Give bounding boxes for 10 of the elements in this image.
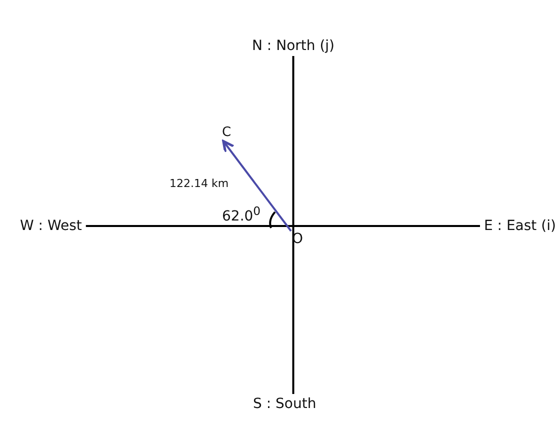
direction-label: N : North (j) (252, 38, 335, 54)
direction-label: E : East (i) (484, 218, 556, 234)
edge-label: 122.14 km (170, 176, 229, 190)
axis-line (86, 225, 480, 227)
vector-arrow (222, 140, 292, 232)
axis-line (292, 56, 294, 394)
direction-label: C (222, 125, 232, 140)
direction-label: W : West (20, 218, 82, 234)
direction-label: S : South (253, 396, 316, 412)
angle-label: 62.0$^{0}$ (222, 204, 261, 225)
